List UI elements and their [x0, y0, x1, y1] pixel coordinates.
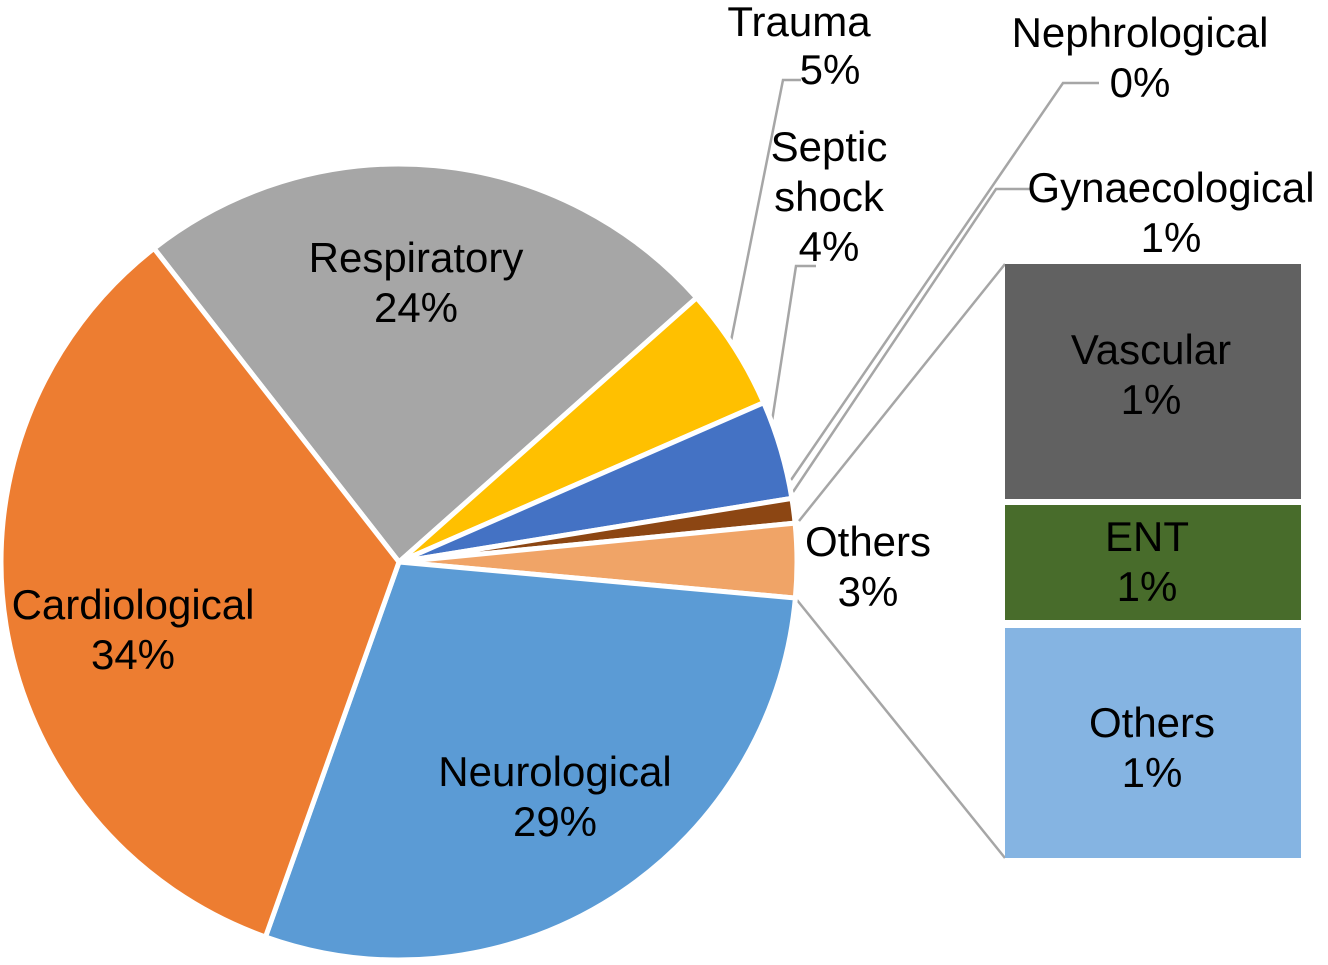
bar-connector-bottom [796, 599, 1006, 859]
septic-shock-leader [766, 264, 816, 448]
pie-slice-respiratory [151, 161, 700, 565]
pie-slice-neurological [262, 559, 798, 963]
bar-segment-vascular [1005, 264, 1301, 499]
pie-slice-cardiological [0, 245, 402, 940]
nephrological-leader [789, 81, 1099, 481]
bar-connector-top [798, 263, 1006, 522]
gynaecological-leader [791, 187, 1031, 493]
bar-segment-ent [1005, 505, 1301, 620]
bar-segment-others [1005, 628, 1301, 858]
trauma-leader [729, 78, 801, 342]
